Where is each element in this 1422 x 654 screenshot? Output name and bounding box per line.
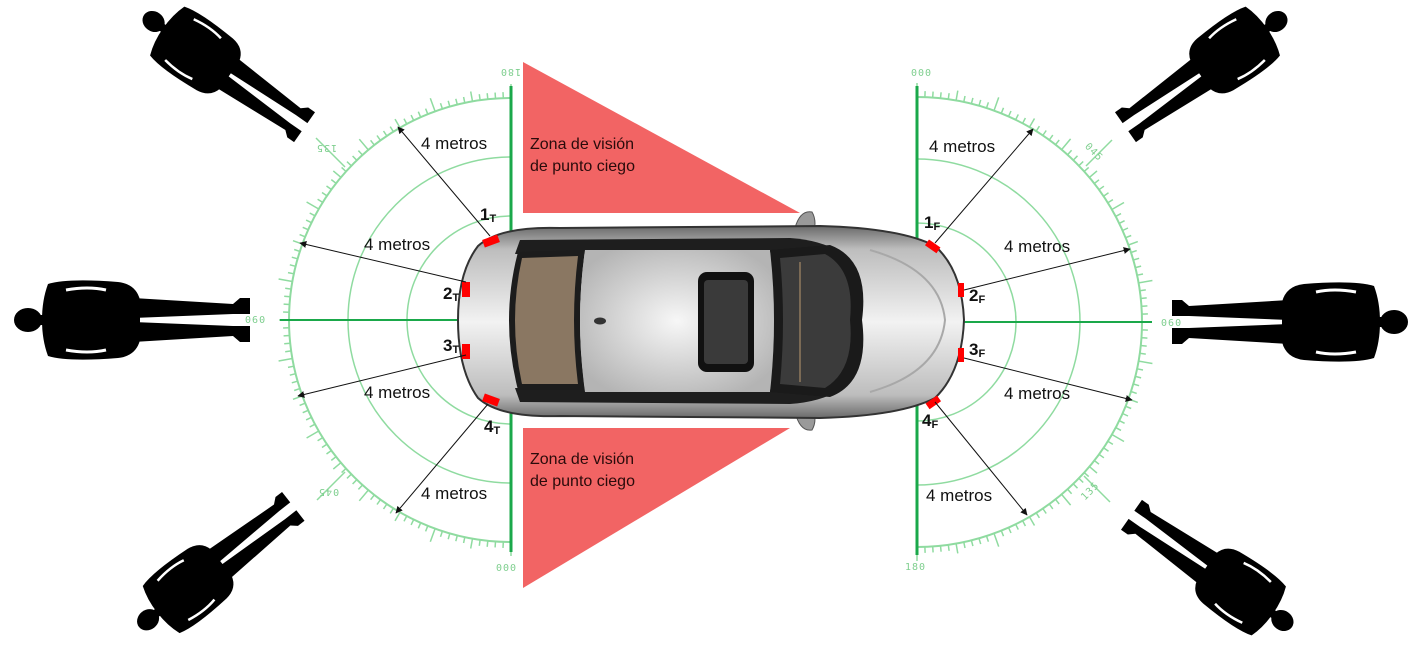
blind-zone-top-line2: de punto ciego (530, 156, 635, 178)
rear-distance-3: 4 metros (364, 383, 430, 403)
rear-bearing-bottom: 000 (496, 563, 517, 574)
rear-distance-1: 4 metros (421, 134, 487, 154)
rear-bearing-top: 180 (500, 66, 521, 77)
sensor-label-1f: 1F (924, 213, 940, 233)
person-silhouette-icon (1172, 282, 1408, 361)
blind-zone-top-label: Zona de visión de punto ciego (530, 134, 635, 178)
sensor-2f (958, 283, 964, 297)
blind-zone-bottom-label: Zona de visión de punto ciego (530, 449, 635, 493)
sensor-label-1t: 1T (480, 205, 496, 225)
blind-zone-bottom-line1: Zona de visión (530, 449, 635, 471)
rear-distance-2: 4 metros (364, 235, 430, 255)
front-distance-1: 4 metros (929, 137, 995, 157)
sensor-label-4t: 4T (484, 417, 500, 437)
sensor-3f (958, 348, 964, 362)
rear-bearing-upper-left: 135 (316, 142, 337, 153)
sensor-label-2t: 2T (443, 284, 459, 304)
person-silhouette-icon (14, 280, 250, 359)
person-silhouette-icon (1107, 0, 1305, 154)
sensor-3t (462, 344, 470, 359)
blind-zone-bottom-line2: de punto ciego (530, 471, 635, 493)
sensor-label-3f: 3F (969, 340, 985, 360)
sensor-label-4f: 4F (922, 411, 938, 431)
front-bearing-top: 000 (911, 68, 932, 79)
front-distance-3: 4 metros (1004, 384, 1070, 404)
car-top-view-icon (458, 212, 964, 430)
rear-distance-4: 4 metros (421, 484, 487, 504)
sensor-label-3t: 3T (443, 336, 459, 356)
person-silhouette-icon (125, 0, 323, 154)
rear-bearing-lower-left: 045 (318, 486, 339, 497)
person-silhouette-icon (1113, 488, 1311, 649)
front-distance-4: 4 metros (926, 486, 992, 506)
sensor-2t (462, 282, 470, 297)
person-silhouette-icon (119, 480, 314, 649)
front-bearing-bottom: 180 (905, 562, 926, 573)
front-distance-2: 4 metros (1004, 237, 1070, 257)
blind-zone-top-line1: Zona de visión (530, 134, 635, 156)
sensor-label-2f: 2F (969, 286, 985, 306)
front-bearing-right: 090 (1160, 316, 1181, 327)
rear-bearing-left: 090 (244, 313, 265, 324)
